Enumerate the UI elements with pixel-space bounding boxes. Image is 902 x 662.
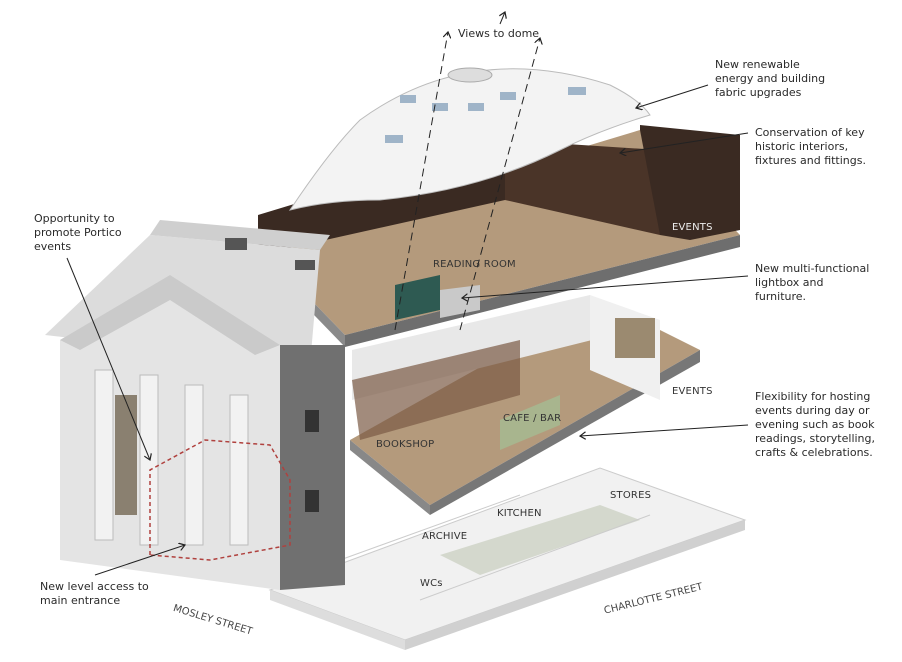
annotation-line: evening such as book (755, 418, 875, 431)
room-label-stores: STORES (610, 490, 652, 501)
room-label-events-mid: EVENTS (672, 386, 713, 397)
portico-facade (45, 220, 345, 590)
annotation-line: crafts & celebrations. (755, 446, 873, 459)
ground-floor-level (350, 295, 700, 515)
annotation-line: Opportunity to (34, 212, 115, 225)
room-label-bookshop: BOOKSHOP (376, 439, 435, 450)
annotation-line: events during day or (755, 404, 870, 417)
annotation-line: lightbox and (755, 276, 824, 289)
annotation-line: fabric upgrades (715, 86, 802, 99)
annotation-line: Conservation of key (755, 126, 865, 139)
annotation-leaders (66, 12, 749, 576)
annotation-line: fixtures and fittings. (755, 154, 866, 167)
room-label-cafe-bar: CAFE / BAR (503, 413, 562, 424)
room-label-wcs: WCs (420, 578, 443, 589)
annotation-line: events (34, 240, 72, 253)
annotation-flexibility: Flexibility for hosting events during da… (755, 390, 875, 460)
annotation-renewable-energy: New renewable energy and building fabric… (715, 58, 825, 100)
annotation-line: readings, storytelling, (755, 432, 876, 445)
annotation-line: promote Portico (34, 226, 122, 239)
room-label-archive: ARCHIVE (422, 531, 468, 542)
annotation-line: New multi-functional (755, 262, 870, 275)
annotation-portico-events: Opportunity to promote Portico events (34, 212, 122, 254)
annotation-line: main entrance (40, 594, 121, 607)
annotation-line: New renewable (715, 58, 800, 71)
annotation-line: historic interiors, (755, 140, 849, 153)
annotation-views-to-dome: Views to dome (458, 27, 540, 40)
basement-level (268, 467, 747, 650)
annotation-lightbox: New multi-functional lightbox and furnit… (755, 262, 869, 304)
dome-roof (288, 67, 651, 211)
room-label-reading-room: READING ROOM (433, 259, 516, 270)
annotation-level-access: New level access to main entrance (40, 580, 149, 608)
annotation-line: furniture. (755, 290, 807, 303)
annotation-line: energy and building (715, 72, 826, 85)
room-label-kitchen: KITCHEN (497, 508, 542, 519)
room-label-events-top: EVENTS (672, 222, 713, 233)
annotation-conservation: Conservation of key historic interiors, … (755, 126, 866, 168)
annotation-line: Flexibility for hosting (755, 390, 871, 403)
annotation-line: New level access to (40, 580, 149, 593)
